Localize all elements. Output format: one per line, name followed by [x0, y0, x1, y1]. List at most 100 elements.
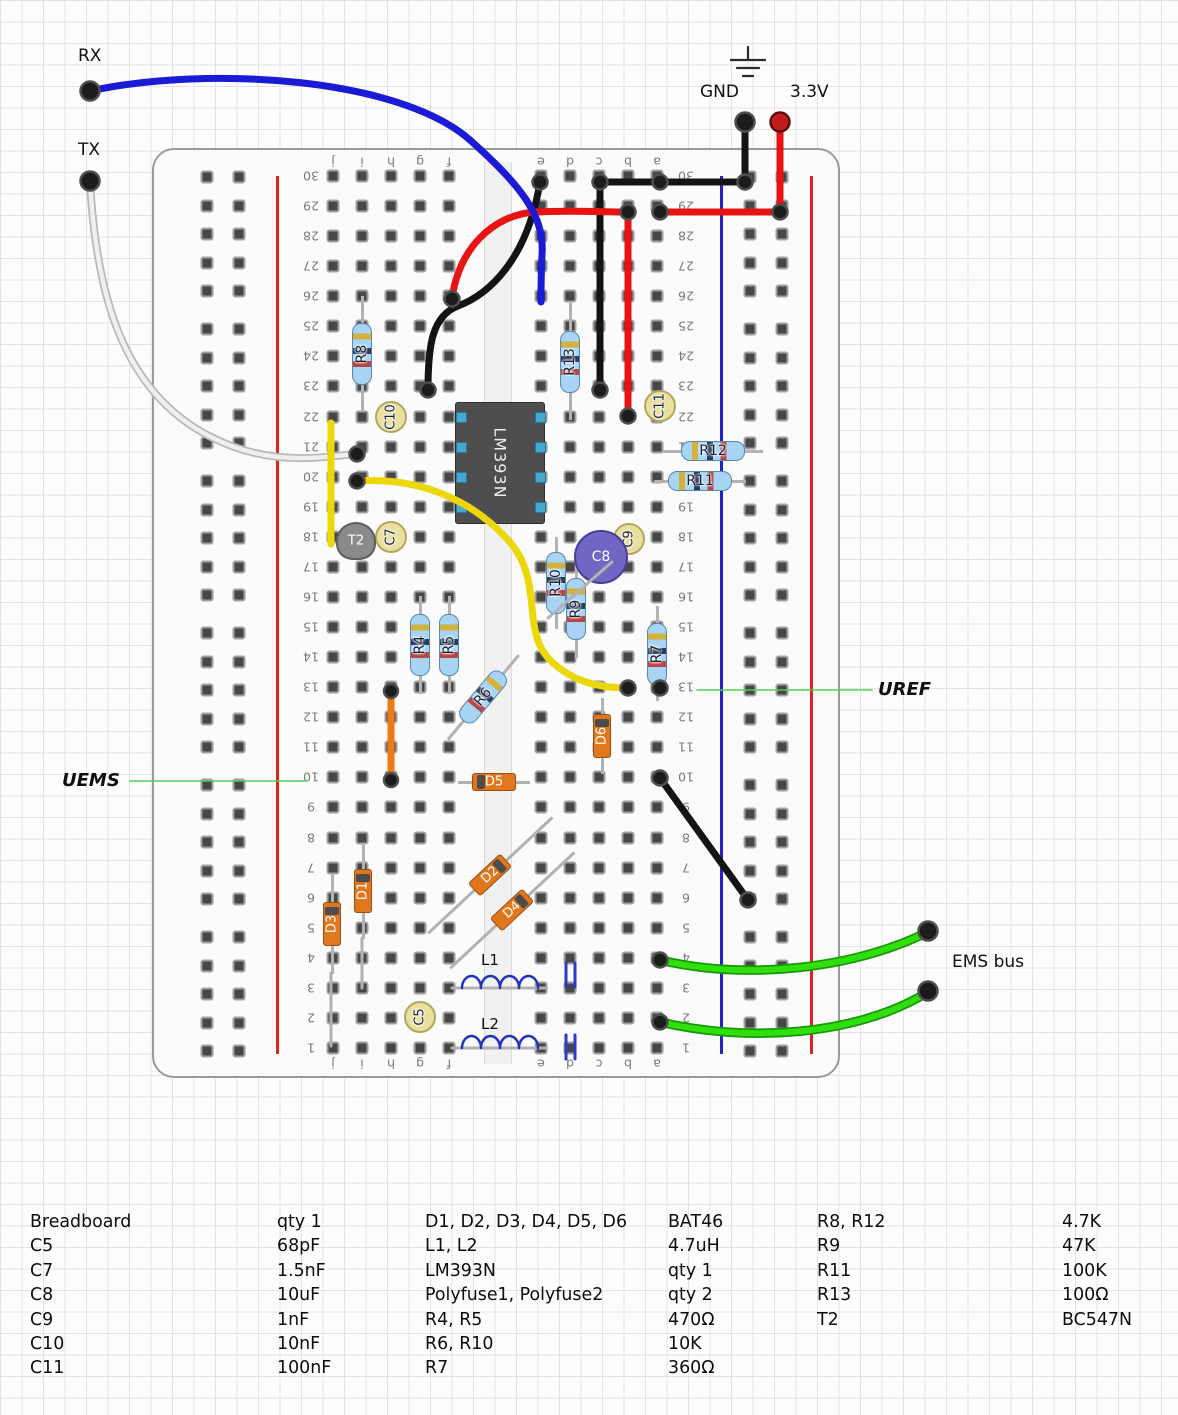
- breadboard-hole: [592, 440, 606, 454]
- capacitor-label: C10: [383, 404, 399, 430]
- bom-cell: L1, L2: [425, 1236, 478, 1257]
- breadboard-hole: [563, 831, 577, 845]
- bom-cell: R4, R5: [425, 1309, 483, 1330]
- uems-label: UEMS: [62, 770, 120, 791]
- breadboard-hole: [592, 770, 606, 784]
- rail-hole: [743, 626, 757, 640]
- breadboard-hole: [650, 319, 664, 333]
- rail-hole: [775, 503, 789, 517]
- breadboard-hole: [650, 1041, 664, 1055]
- breadboard-hole: [563, 710, 577, 724]
- breadboard-hole: [355, 740, 369, 754]
- resistor-R11: R11: [654, 471, 746, 491]
- breadboard-hole: [563, 861, 577, 875]
- breadboard-hole: [534, 770, 548, 784]
- breadboard-hole: [621, 440, 635, 454]
- bom-cell: R9: [817, 1236, 841, 1257]
- breadboard-hole: [650, 740, 664, 754]
- breadboard-hole: [442, 710, 456, 724]
- rail-hole: [200, 740, 214, 754]
- breadboard-hole: [650, 500, 664, 514]
- breadboard-hole: [563, 951, 577, 965]
- breadboard-hole: [534, 800, 548, 814]
- rail-hole: [775, 864, 789, 878]
- bom-cell: 470Ω: [668, 1309, 715, 1330]
- breadboard-hole: [442, 800, 456, 814]
- rail-hole: [775, 474, 789, 488]
- breadboard-hole: [326, 740, 340, 754]
- rail-hole: [232, 712, 246, 726]
- bom-cell: [1062, 1356, 1172, 1380]
- resistor-R13: R13: [560, 303, 580, 420]
- breadboard-hole: [384, 800, 398, 814]
- breadboard-hole: [621, 921, 635, 935]
- breadboard-hole: [534, 861, 548, 875]
- rail-hole: [200, 683, 214, 697]
- ic-pin: [456, 472, 467, 483]
- breadboard-hole: [534, 710, 548, 724]
- bom-cell: 360Ω: [668, 1358, 715, 1379]
- breadboard-hole: [413, 740, 427, 754]
- rail-hole: [232, 683, 246, 697]
- bom-cell: R13: [817, 1285, 852, 1306]
- breadboard-hole: [650, 229, 664, 243]
- rail-hole: [232, 930, 246, 944]
- diode-D5: D5: [458, 772, 530, 792]
- bom-cell: C10: [30, 1333, 65, 1354]
- breadboard-hole: [384, 349, 398, 363]
- resistor-R4: R4: [410, 596, 430, 694]
- bom-cell: qty 1: [668, 1260, 713, 1281]
- breadboard-hole: [592, 951, 606, 965]
- diode-D6: D6: [592, 698, 612, 774]
- breadboard-hole: [592, 800, 606, 814]
- breadboard-hole: [650, 590, 664, 604]
- breadboard-hole: [384, 379, 398, 393]
- resistor-label: R4: [412, 635, 428, 655]
- rail-hole: [232, 740, 246, 754]
- rail-hole: [775, 284, 789, 298]
- rail-hole: [775, 560, 789, 574]
- inductor-label: L2: [481, 1015, 499, 1033]
- breadboard-hole: [384, 861, 398, 875]
- rail-hole: [232, 626, 246, 640]
- bom-cell: 47K: [1062, 1236, 1096, 1257]
- breadboard-hole: [413, 710, 427, 724]
- rail-hole: [743, 256, 757, 270]
- ic-pin: [456, 502, 467, 513]
- breadboard-hole: [442, 770, 456, 784]
- resistor-label: R13: [562, 347, 578, 376]
- rail-hole: [232, 959, 246, 973]
- bom-cell: T2: [817, 1309, 839, 1330]
- bom-cell: LM393N: [425, 1260, 496, 1281]
- rail-hole: [200, 987, 214, 1001]
- breadboard-hole: [621, 951, 635, 965]
- diode-label: D6: [594, 726, 610, 746]
- capacitor-label: C11: [652, 393, 668, 419]
- breadboard-hole: [442, 740, 456, 754]
- breadboard-hole: [621, 891, 635, 905]
- resistor-label: R7: [649, 644, 665, 663]
- breadboard-hole: [384, 891, 398, 905]
- bom-cell: qty 1: [277, 1212, 322, 1232]
- breadboard-hole: [442, 921, 456, 935]
- breadboard-hole: [413, 800, 427, 814]
- resistor-label: R8: [354, 344, 370, 364]
- rail-hole: [200, 712, 214, 726]
- rail-hole: [775, 655, 789, 669]
- capacitor-label: C7: [383, 528, 399, 546]
- rail-hole: [200, 959, 214, 973]
- rail-hole: [232, 474, 246, 488]
- bom-cell: 100nF: [277, 1358, 332, 1379]
- left-rail-red-line: [276, 176, 279, 1054]
- rail-hole: [232, 892, 246, 906]
- rail-hole: [775, 778, 789, 792]
- resistor-R8: R8: [352, 296, 372, 412]
- breadboard-hole: [650, 259, 664, 273]
- gnd-label: GND: [700, 82, 739, 102]
- breadboard-hole: [592, 410, 606, 424]
